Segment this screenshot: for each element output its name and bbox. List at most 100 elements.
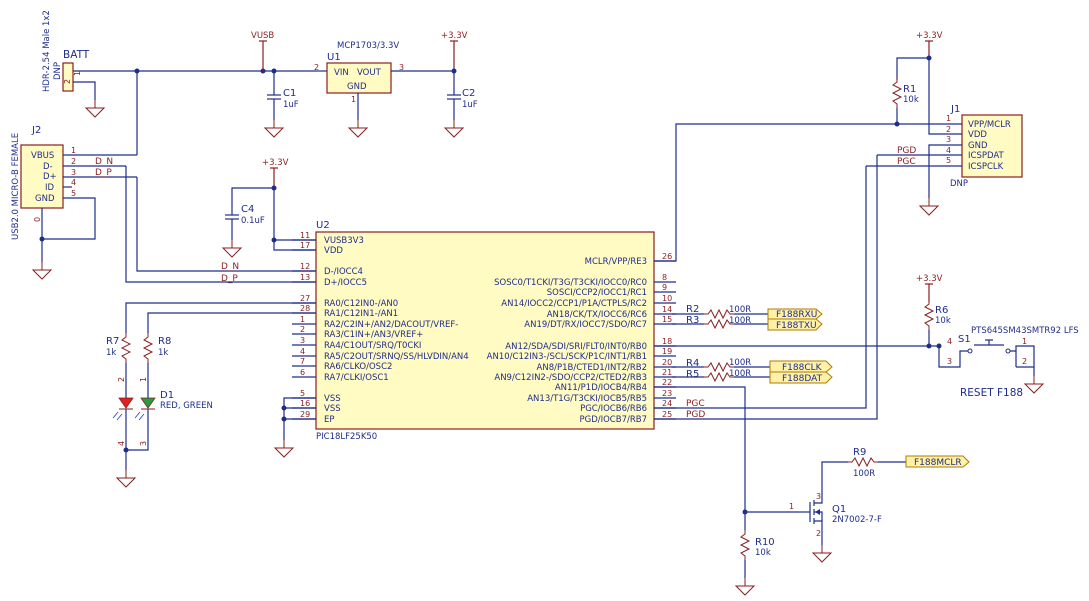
u2-right-pin-name: AN12/SDA/SDI/SRI/FLT0/INT0/RB0 [505, 342, 647, 352]
u2-right-pin-name: AN8/P1B/CTED1/INT2/RB2 [537, 363, 647, 373]
j2-usb-connector: USB2.0 MICRO-B FEMALE J2 VBUS D- D+ ID G… [11, 125, 137, 280]
j1-pin4-name: ICSPDAT [968, 151, 1005, 161]
u1-p2: 2 [314, 63, 319, 72]
j2-ref: J2 [31, 125, 41, 136]
flag-clk-label: F188CLK [782, 363, 823, 373]
r3-value: 100R [729, 316, 751, 326]
r7-value: 1k [106, 348, 116, 358]
u1-vin: VIN [334, 68, 349, 78]
q1-p3: 3 [816, 492, 821, 501]
u2-left-pin-num: 29 [300, 410, 310, 419]
v33-label-sw: +3.3V [916, 274, 943, 284]
u1-p3: 3 [399, 63, 404, 72]
u2-left-pin-name: EP [324, 415, 335, 425]
u1-ref: U1 [327, 52, 341, 63]
flag-mclr: F188MCLR [905, 455, 970, 468]
u2-right-pin-num: 21 [662, 368, 672, 377]
u2-left-pin-name: RA3/C1IN+/AN3/VREF+ [324, 330, 423, 340]
r9-ref: R9 [853, 447, 866, 458]
u2-ref: U2 [316, 220, 330, 231]
v33-label-mid: +3.3V [262, 158, 289, 168]
r3-resistor: R3 100R [672, 315, 768, 329]
u2-right-pin-name: AN18/CK/TX/IOCC6/RC6 [547, 310, 647, 320]
batt-pin1: 1 [73, 71, 82, 76]
j2-pin4-num: 4 [71, 178, 76, 187]
r2-resistor: R2 100R [672, 304, 768, 319]
r2-ref: R2 [686, 304, 699, 315]
net-pgc-j1: PGC [897, 157, 916, 167]
u2-left-pin-num: 17 [300, 241, 310, 250]
u2-value: PIC18LF25K50 [316, 432, 377, 442]
u2-left-pin-num: 27 [300, 294, 310, 303]
u2-right-pin-name: AN13/T1G/T3CKI/IOCB5/RB5 [527, 394, 647, 404]
r6-value: 10k [935, 316, 951, 326]
j2-pin3-name: D+ [43, 172, 57, 182]
j1-pin1-num: 1 [946, 114, 951, 123]
v33-label-right: +3.3V [916, 31, 943, 41]
j2-value: USB2.0 MICRO-B FEMALE [11, 133, 21, 240]
r10-resistor: R10 10k [735, 512, 775, 596]
v33-label-top: +3.3V [441, 31, 468, 41]
j1-icsp-header: J1 VPP/MCLR VDD GND ICSPDAT ICSPCLK 1 2 … [866, 104, 1023, 216]
u2-right-pin-num: 19 [662, 347, 672, 356]
u2-right-pin-name: AN14/IOCC2/CCP1/P1A/CTPLS/RC2 [501, 299, 647, 309]
u2-right-pin-num: 18 [662, 337, 672, 346]
flag-dat-label: F188DAT [782, 374, 823, 384]
u2-left-pin-name: VSS [324, 394, 341, 404]
flag-dat: F188DAT [769, 371, 833, 384]
r2-value: 100R [729, 305, 751, 315]
r5-resistor: R5 100R [672, 369, 770, 382]
d1-p3: 3 [139, 441, 148, 446]
c1-ref: C1 [283, 88, 296, 99]
r9-resistor: R9 100R [847, 447, 906, 479]
c1-value: 1uF [283, 100, 299, 110]
u2-left-pin-num: 5 [300, 389, 305, 398]
j1-pin3-name: GND [968, 141, 988, 151]
u2-left-pin-num: 2 [300, 325, 305, 334]
u2-left-pin-num: 16 [300, 399, 310, 408]
r1-value: 10k [903, 95, 919, 105]
u2-left-pin: 12D-/IOCC4 [292, 262, 363, 277]
c1-capacitor: C1 1uF [264, 71, 299, 138]
u2-right-pin-num: 22 [662, 378, 672, 387]
d1-value: RED, GREEN [160, 401, 213, 411]
u2-right-pin-name: SOSCI/CCP2/IOCC1/RC1 [547, 288, 647, 298]
s1-reset-switch[interactable]: PTS645SM43SMTR92 LFS S1 4 3 1 2 RESET F1… [938, 326, 1079, 399]
u2-left-pin-name: VUSB3V3 [324, 236, 364, 246]
d1-p2: 2 [117, 377, 126, 382]
u1-gnd: GND [347, 82, 367, 92]
batt-value: HDR-2.54 Male 1x2 [42, 10, 52, 92]
u2-left-pin-name: RA6/CLKO/OSC2 [324, 362, 392, 372]
batt-dnp: DNP [53, 62, 63, 80]
s1-value: PTS645SM43SMTR92 LFS [971, 326, 1079, 336]
u2-right-pin-name: AN9/C12IN2-/SDO/CCP2/CTED2/RB3 [494, 373, 647, 383]
u1-vout: VOUT [357, 68, 382, 78]
j1-pin2-num: 2 [946, 125, 951, 134]
u2-microcontroller: U2 PIC18LF25K50 11VUSB3V317VDD12D-/IOCC4… [292, 220, 676, 442]
r6-ref: R6 [935, 305, 948, 316]
net-dp-j2: D_P [95, 168, 112, 178]
u2-right-pin-num: 9 [662, 283, 667, 292]
r6-resistor: +3.3V R6 10k [916, 274, 951, 346]
u2-left-pin-num: 6 [300, 368, 305, 377]
q1-p1: 1 [789, 502, 794, 511]
u2-right-pin-name: PGD/IOCB7/RB7 [579, 415, 647, 425]
u2-right-pin-name: AN11/P1D/IOCB4/RB4 [555, 383, 647, 393]
u2-left-pin-num: 1 [300, 315, 305, 324]
u2-right-pin-name: SOSC0/T1CKI/T3G/T3CKI/IOCC0/RC0 [494, 278, 647, 288]
u2-right-pin-num: 25 [662, 410, 672, 419]
j1-pin3-num: 3 [946, 135, 951, 144]
u2-left-pin-num: 3 [300, 336, 305, 345]
u2-right-pin-num: 23 [662, 389, 672, 398]
net-pgc-u2: PGC [686, 399, 705, 409]
